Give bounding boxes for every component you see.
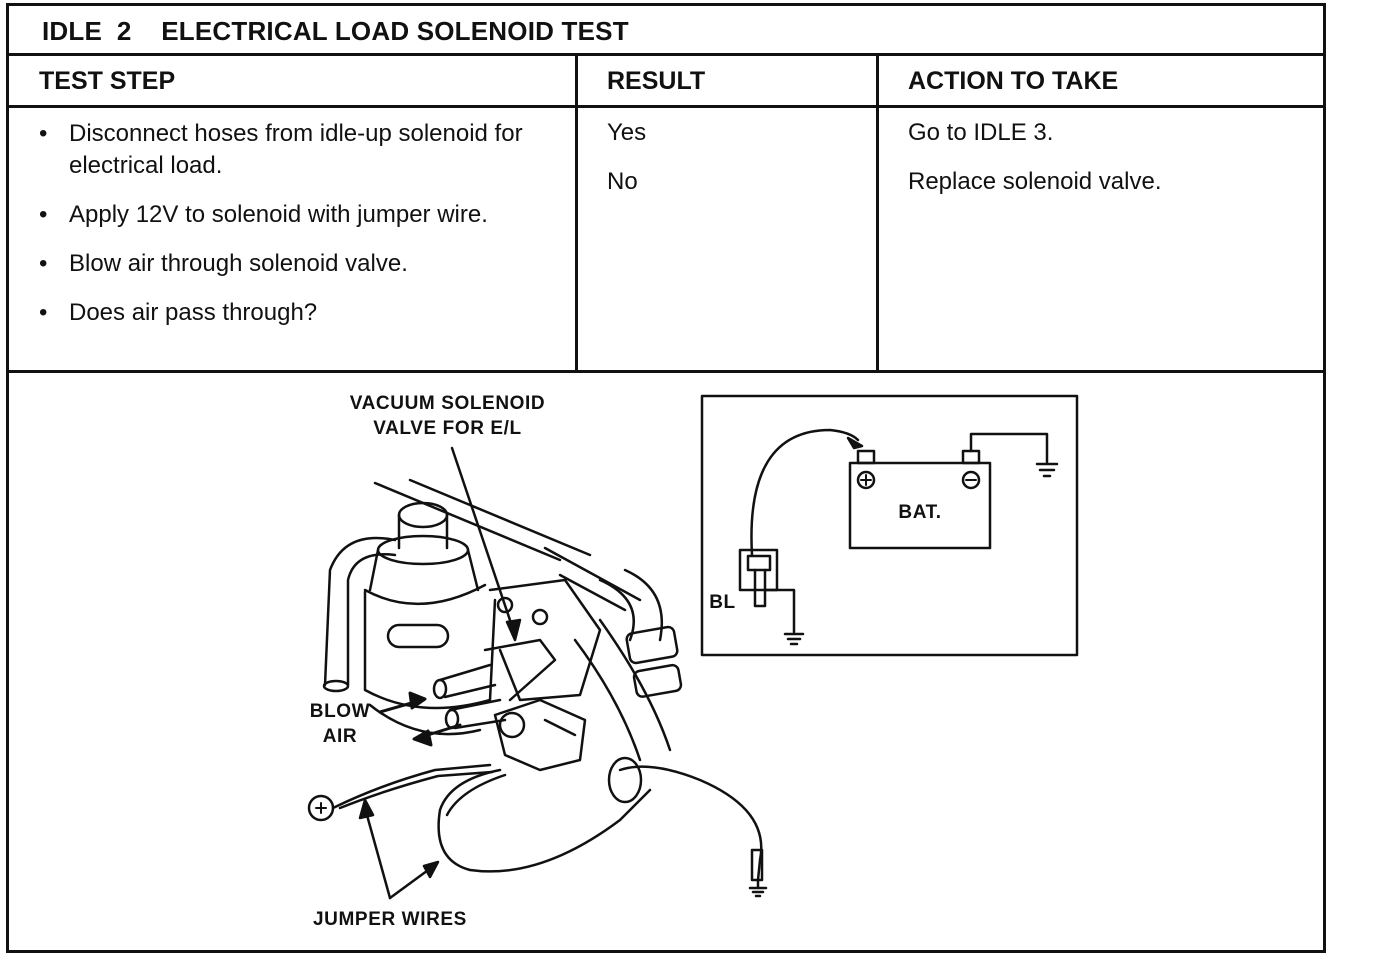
connector-label: BL [709,592,736,613]
header-result-label: RESULT [607,67,706,95]
column-divider-1 [575,56,578,372]
title-row: IDLE 2 ELECTRICAL LOAD SOLENOID TEST [9,6,1323,56]
header-test-step-label: TEST STEP [39,67,176,95]
wire-connector [493,698,587,772]
blow-air-arrows [378,691,462,747]
battery-label: BAT. [898,502,942,523]
test-step-item: Apply 12V to solenoid with jumper wire. [39,199,569,231]
result-yes: Yes [607,119,647,146]
header-action-label: ACTION TO TAKE [908,67,1119,95]
page-title: IDLE 2 ELECTRICAL LOAD SOLENOID TEST [42,16,629,46]
test-table: IDLE 2 ELECTRICAL LOAD SOLENOID TEST TES… [6,3,1326,953]
mounting-rail [373,478,642,612]
jumper-pointer-arrows [358,798,440,900]
valve-pointer-arrowhead [505,618,522,642]
action-no: Replace solenoid valve. [908,168,1162,195]
figure-separator [9,370,1323,373]
result-no: No [607,168,638,195]
test-step-item: Does air pass through? [39,297,569,329]
header-action: ACTION TO TAKE [878,56,1323,108]
action-yes: Go to IDLE 3. [908,119,1054,146]
jumper-wires [307,756,768,898]
test-step-item: Blow air through solenoid valve. [39,248,569,280]
vacuum-pipe [573,568,683,762]
header-result: RESULT [577,56,878,108]
blow-air-label: BLOW AIR [309,701,371,747]
jumper-wires-label: JUMPER WIRES [313,909,467,930]
test-step-item: Disconnect hoses from idle-up solenoid f… [39,118,569,182]
header-test-step: TEST STEP [9,56,577,108]
test-step-list: Disconnect hoses from idle-up solenoid f… [39,118,569,346]
wiring-diagram [700,394,1079,657]
column-divider-2 [876,56,879,372]
idle-up-hose [322,536,397,693]
valve-pointer-line [450,446,517,637]
valve-label: VACUUM SOLENOID VALVE FOR E/L [349,393,546,439]
